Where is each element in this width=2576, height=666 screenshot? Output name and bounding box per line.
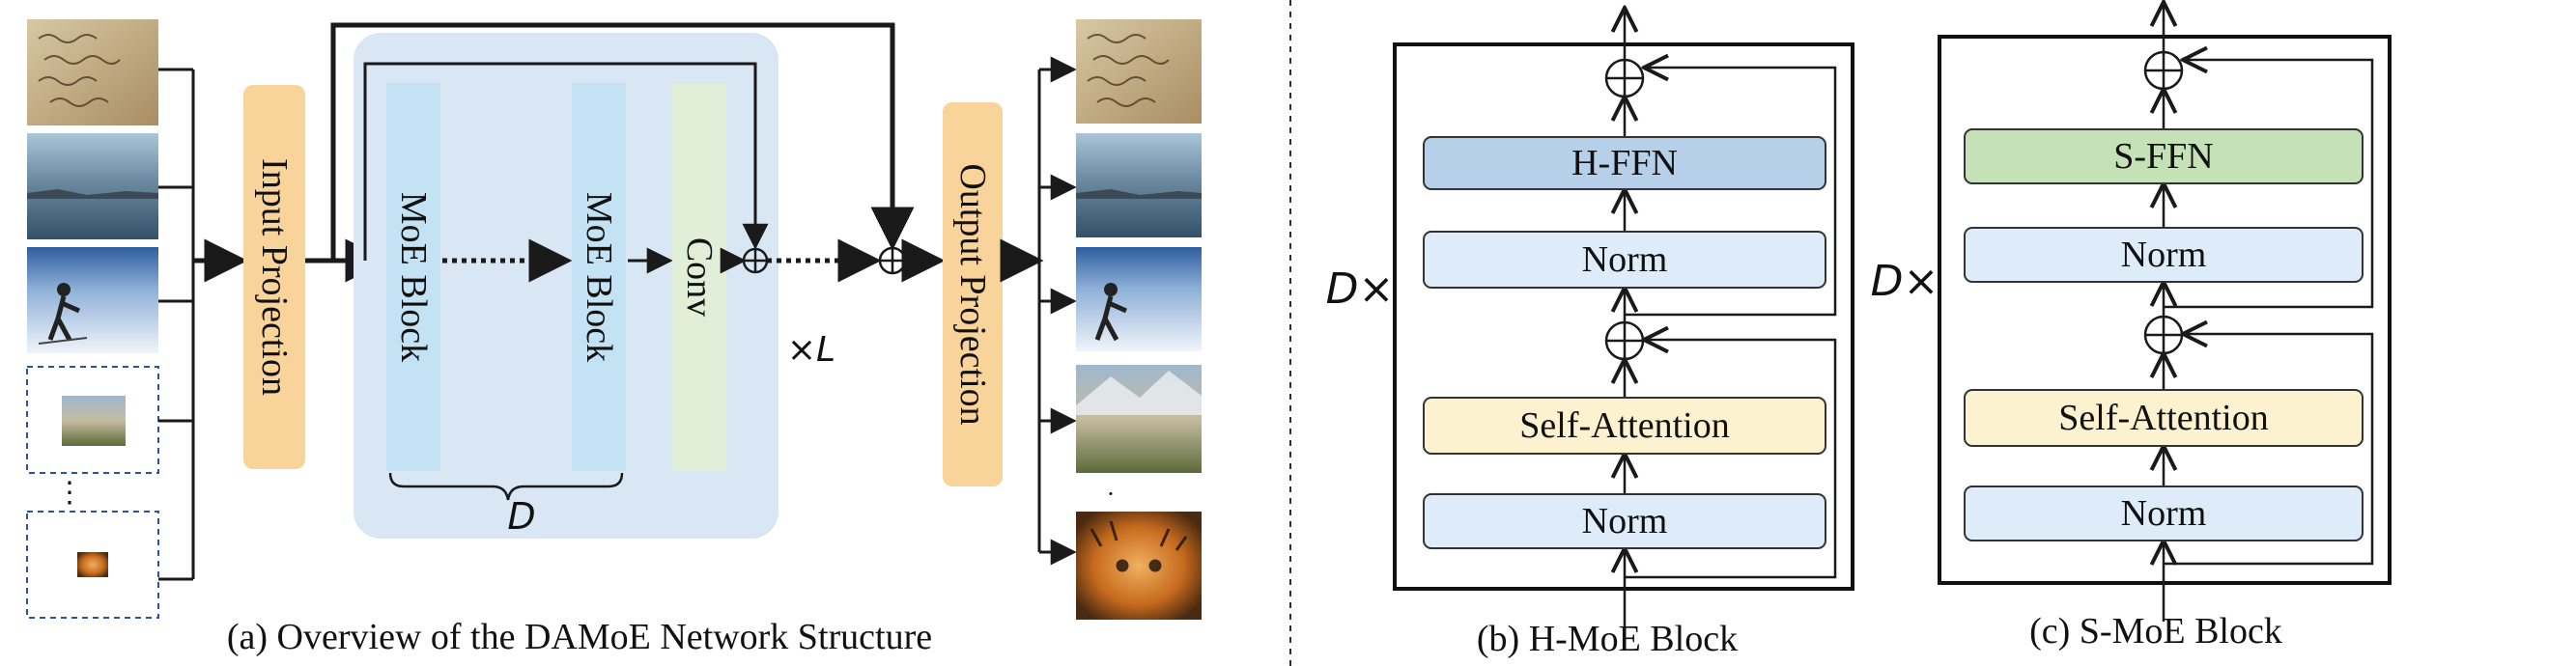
conv-label: Conv (679, 237, 720, 317)
repeat-label: ×L (787, 330, 835, 370)
input-ellipsis: ⋮ (55, 477, 84, 509)
input-image-small-tiger (77, 552, 108, 577)
s-norm-top-box (1964, 227, 2364, 283)
inner-residual-line (363, 62, 769, 261)
h-attention-box (1423, 397, 1826, 455)
s-moe-caption: (c) S-MoE Block (2029, 611, 2282, 652)
s-norm-top-label: Norm (2121, 235, 2207, 275)
skier-figure (38, 283, 88, 345)
input-image-small-mountain (62, 396, 126, 446)
input-image-skier (27, 247, 158, 353)
outer-residual-line (330, 22, 915, 261)
output-bracket-arrows (1039, 56, 1077, 566)
h-norm-bottom-box (1423, 493, 1826, 549)
s-ffn-label: S-FFN (2113, 136, 2214, 177)
moe-block-2 (572, 83, 626, 471)
sum-node-inner (742, 247, 769, 274)
h-ffn-box (1423, 136, 1826, 190)
output-image-mountain (1076, 365, 1202, 473)
s-moe-depth-label: D× (1871, 257, 1939, 306)
input-projection-label: Input Projection (254, 158, 295, 396)
overview-caption: (a) Overview of the DAMoE Network Struct… (227, 617, 932, 657)
s-sum-node-upper (2143, 50, 2184, 91)
h-moe-panel: D× H-FFN Norm Self-Attention Norm (b) H-… (1326, 8, 1854, 659)
input-bracket (158, 68, 195, 581)
moe-block-2-label: MoE Block (579, 192, 619, 362)
output-image-tiger (1076, 512, 1202, 620)
overview-panel: ⋮ Input Projection MoE Block MoE Block C… (26, 19, 1202, 657)
h-residual-1 (1625, 340, 1837, 579)
s-norm-bottom-label: Norm (2121, 493, 2207, 534)
s-norm-bottom-box (1964, 486, 2364, 541)
input-slot-small-2 (26, 511, 159, 619)
moe-block-1-label: MoE Block (393, 192, 434, 362)
s-residual-1 (2164, 334, 2374, 566)
h-norm-bottom-label: Norm (1582, 501, 1668, 541)
lake-shore (27, 189, 158, 199)
h-residual-2 (1625, 68, 1837, 317)
h-norm-top-box (1423, 231, 1826, 289)
input-images: ⋮ (26, 19, 159, 619)
s-attention-box (1964, 389, 2364, 447)
h-sum-node-lower (1604, 320, 1645, 361)
s-attention-label: Self-Attention (2058, 398, 2268, 438)
output-bracket (1037, 68, 1072, 554)
output-projection-box (943, 102, 1003, 486)
h-ffn-label: H-FFN (1571, 143, 1678, 183)
h-moe-depth-label: D× (1326, 264, 1395, 314)
h-attention-label: Self-Attention (1519, 405, 1729, 446)
conv-block (672, 83, 726, 471)
output-image-lake (1076, 133, 1202, 237)
h-sum-node-upper (1604, 58, 1645, 98)
s-moe-panel: D× S-FFN Norm Self-Attention Norm (c) S-… (1871, 2, 2392, 652)
s-sum-node-lower (2143, 315, 2184, 355)
output-image-manuscript (1076, 19, 1202, 124)
moe-block-1 (386, 83, 440, 471)
input-image-lake (27, 133, 158, 239)
s-residual-2 (2164, 60, 2374, 309)
h-norm-top-label: Norm (1582, 239, 1668, 280)
output-ellipsis: · (1107, 480, 1116, 508)
h-moe-caption: (b) H-MoE Block (1477, 619, 1738, 659)
output-image-skier (1076, 247, 1202, 351)
handwriting-strokes (38, 34, 121, 107)
sum-node-outer (878, 246, 907, 275)
output-projection-label: Output Projection (952, 163, 993, 425)
depth-brace (388, 472, 624, 501)
output-images: · (1076, 19, 1202, 620)
depth-label: D (507, 495, 535, 538)
input-projection-box (243, 85, 305, 469)
s-ffn-box (1964, 128, 2364, 184)
